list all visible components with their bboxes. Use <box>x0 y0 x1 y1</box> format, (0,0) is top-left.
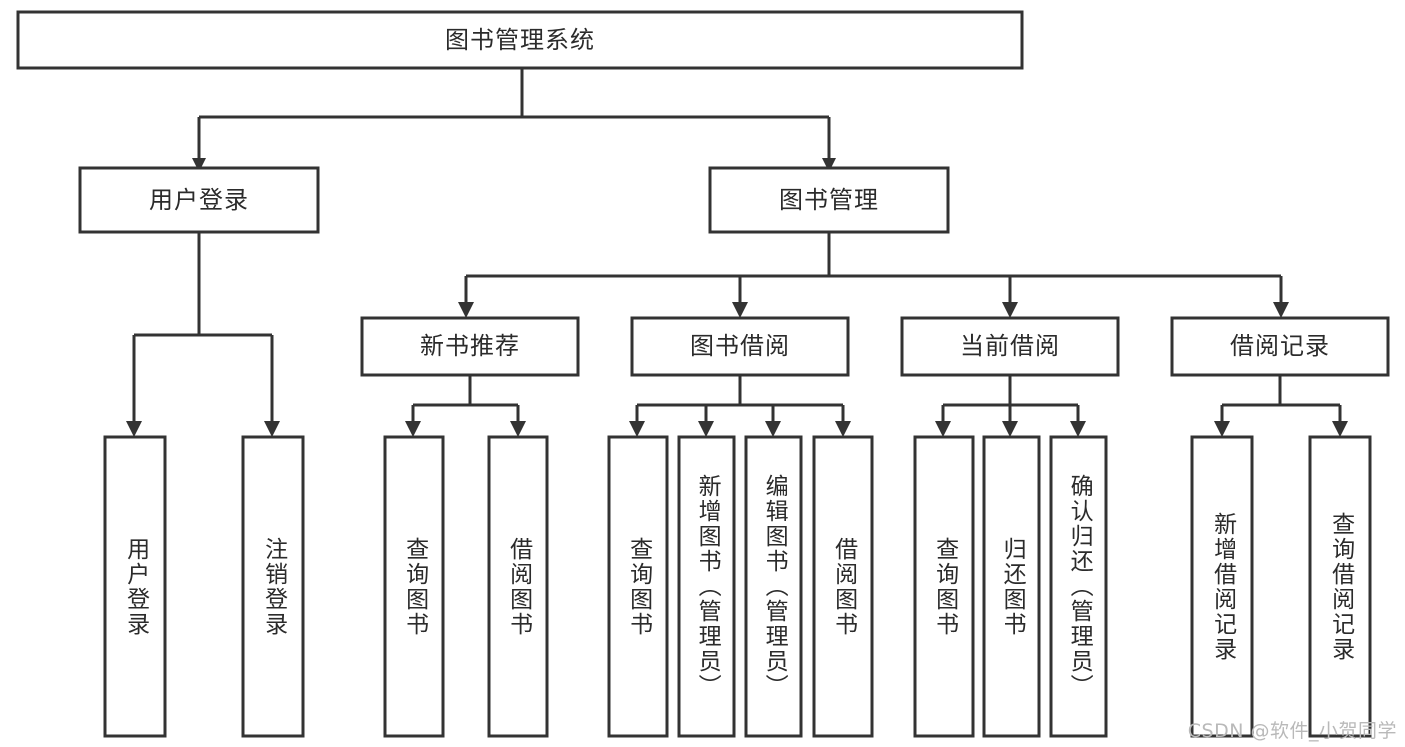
node-box-leaf-edit-book[interactable] <box>744 435 803 738</box>
node-box-leaf-add-book[interactable] <box>677 435 736 738</box>
node-box-leaf-add-record[interactable] <box>1190 435 1254 738</box>
node-box-book-management[interactable] <box>708 166 950 234</box>
node-box-leaf-query-book-3[interactable] <box>913 435 975 738</box>
node-box-leaf-borrow-book-2[interactable] <box>812 435 874 738</box>
node-box-leaf-query-book-2[interactable] <box>607 435 669 738</box>
node-box-borrow-record[interactable] <box>1170 316 1390 377</box>
node-box-leaf-borrow-book-1[interactable] <box>487 435 549 738</box>
connector-userlogin-to-leaves <box>126 232 280 437</box>
connector-currentborrow-to-leaves <box>935 375 1086 437</box>
node-box-root[interactable] <box>16 10 1024 70</box>
node-box-new-book-recommend[interactable] <box>360 316 580 377</box>
connector-newbook-to-leaves <box>405 375 526 437</box>
node-box-book-borrow[interactable] <box>630 316 850 377</box>
node-box-leaf-user-logout[interactable] <box>241 435 305 738</box>
connector-root-to-level2 <box>192 68 836 172</box>
connector-borrowrecord-to-leaves <box>1214 375 1348 437</box>
node-box-leaf-confirm-return[interactable] <box>1049 435 1108 738</box>
connector-bookmgmt-to-level3 <box>458 232 1289 318</box>
node-box-leaf-query-record[interactable] <box>1308 435 1372 738</box>
node-box-leaf-return-book[interactable] <box>982 435 1041 738</box>
node-box-leaf-user-login[interactable] <box>103 435 167 738</box>
node-box-leaf-query-book-1[interactable] <box>383 435 445 738</box>
node-box-user-login[interactable] <box>78 166 320 234</box>
node-box-current-borrow[interactable] <box>900 316 1120 377</box>
connector-bookborrow-to-leaves <box>629 375 851 437</box>
